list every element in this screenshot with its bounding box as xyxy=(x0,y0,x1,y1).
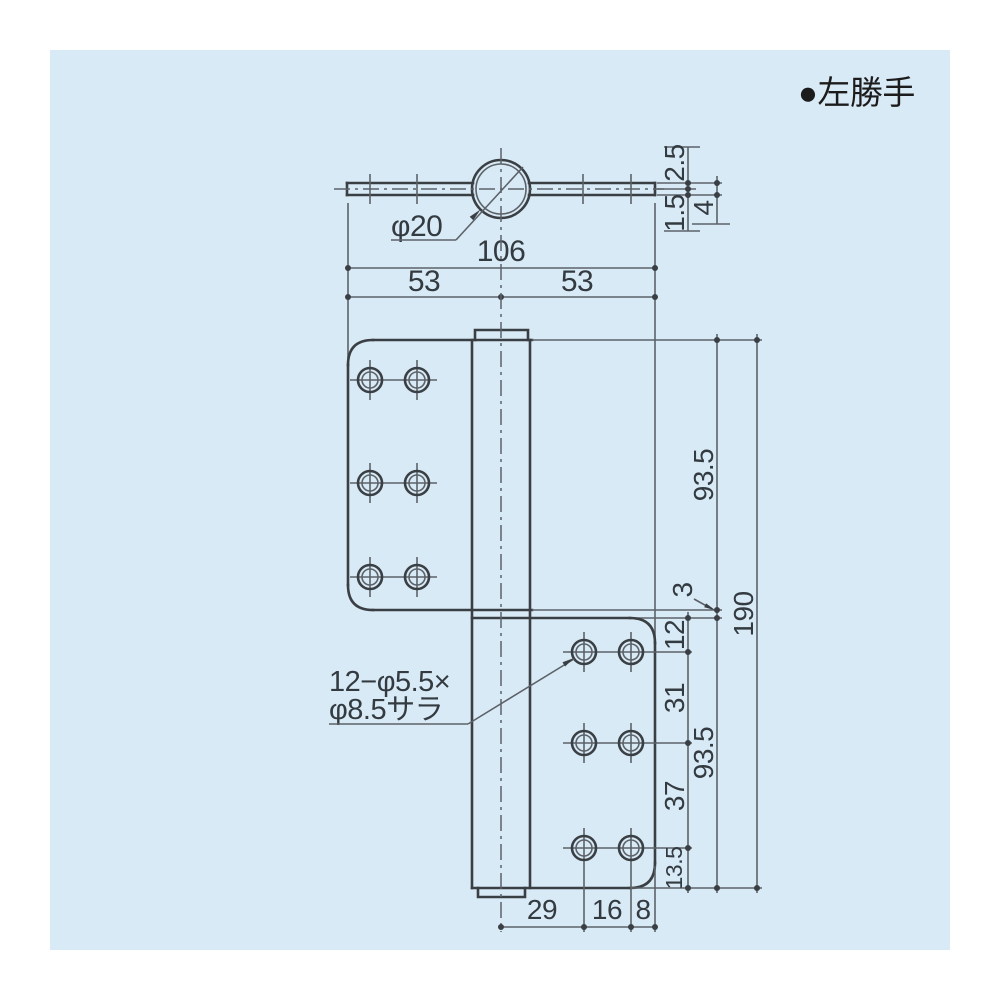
knuckle-diameter-label: φ20 xyxy=(391,210,442,243)
screw-hole xyxy=(617,834,645,862)
dim-left-half-width: 53 xyxy=(408,265,440,298)
screw-hole xyxy=(403,366,431,394)
top-view-plate-outline xyxy=(345,181,657,197)
handing-label: ●左勝手 xyxy=(798,74,915,111)
screw-hole xyxy=(356,366,384,394)
holes-note-line2: φ8.5サラ xyxy=(329,694,443,726)
dim-thickness-upper: 2.5 xyxy=(659,144,690,181)
bottom-dimensions: 29 16 8 xyxy=(498,866,658,932)
dim-hole-offset-bottom: 13.5 xyxy=(661,847,687,890)
leader-arrowhead xyxy=(469,209,481,221)
lower-leaf-outline xyxy=(470,616,762,890)
dim-upper-leaf-height: 93.5 xyxy=(688,449,719,502)
dim-leaf-gap: 3 xyxy=(667,582,698,597)
knuckle-diameter-callout: φ20 xyxy=(391,166,524,243)
dim-lower-leaf-height: 93.5 xyxy=(688,727,719,780)
countersunk-holes-note: 12−φ5.5× φ8.5サラ xyxy=(329,658,575,726)
drawing-panel-background xyxy=(50,50,950,950)
screw-hole xyxy=(617,729,645,757)
top-view: φ20 2.5 1.5 4 xyxy=(334,144,730,243)
screw-hole xyxy=(356,563,384,591)
dim-hole-offset-top: 12 xyxy=(659,620,690,650)
screw-hole xyxy=(617,638,645,666)
dim-overall-height: 190 xyxy=(728,591,759,636)
screw-hole xyxy=(570,834,598,862)
screw-hole xyxy=(570,638,598,666)
lower-leaf-holes xyxy=(563,632,692,932)
leaf-gap-callout: 3 xyxy=(667,582,715,610)
top-view-thickness-dimensions: 2.5 1.5 4 xyxy=(657,144,730,232)
dim-hole-col-from-center: 29 xyxy=(527,894,557,925)
dim-thickness-lower: 1.5 xyxy=(659,194,690,231)
dim-hole-edge-margin: 8 xyxy=(635,894,650,925)
dim-hole-col-pitch: 16 xyxy=(592,894,622,925)
leader-arrowhead xyxy=(704,603,715,610)
dim-thickness-total: 4 xyxy=(688,200,719,215)
screw-hole xyxy=(356,469,384,497)
upper-leaf-outline xyxy=(346,338,762,612)
holes-note-line1: 12−φ5.5× xyxy=(329,666,450,698)
screw-hole xyxy=(570,729,598,757)
upper-leaf-holes xyxy=(350,360,437,597)
dim-hole-pitch-lower: 37 xyxy=(659,781,690,811)
front-view xyxy=(346,148,762,932)
top-view-hole-ticks xyxy=(369,174,632,204)
dim-right-half-width: 53 xyxy=(561,265,593,298)
dim-hole-pitch-upper: 31 xyxy=(659,683,690,713)
screw-hole xyxy=(403,563,431,591)
height-dimensions: 93.5 3 190 12 31 93.5 37 13.5 xyxy=(659,334,760,893)
leader-arrowhead xyxy=(562,658,574,667)
screw-hole xyxy=(403,469,431,497)
